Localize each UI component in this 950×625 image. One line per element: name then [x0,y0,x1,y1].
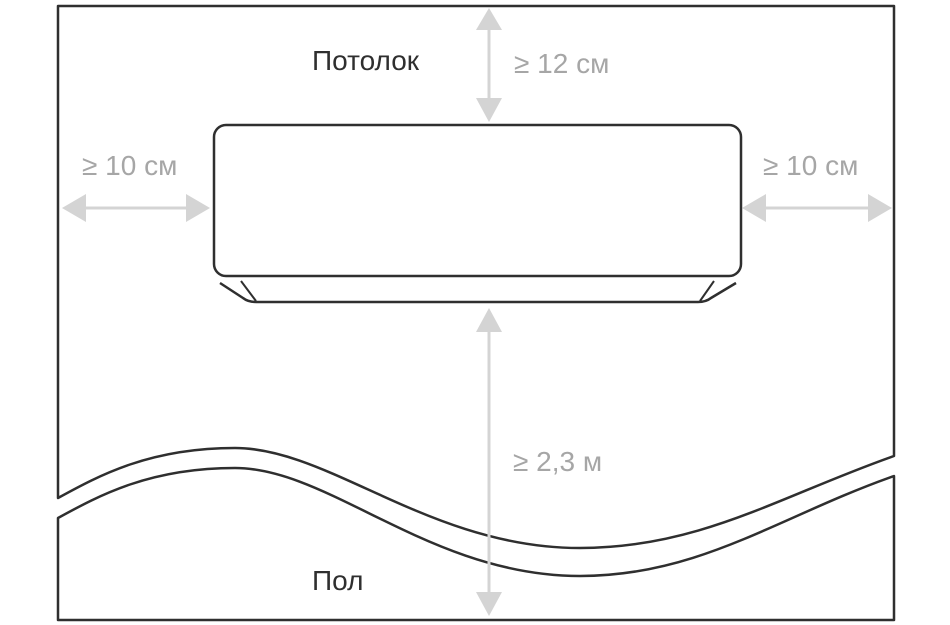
right-clearance-label: ≥ 10 см [763,150,859,181]
floor-outline [56,466,896,622]
ceiling-label: Потолок [312,45,420,76]
top-clearance-arrow [476,8,502,122]
bottom-clearance-label: ≥ 2,3 м [513,446,603,477]
floor-label: Пол [312,565,364,596]
left-clearance-label: ≥ 10 см [82,150,178,181]
right-clearance-arrow [742,194,892,222]
ac-indoor-unit [212,123,743,304]
left-clearance-arrow [62,194,210,222]
bottom-clearance-arrow [476,308,502,616]
ac-unit-louver [219,281,737,304]
wall-outline [56,4,896,550]
ac-unit-body [212,123,743,278]
top-clearance-label: ≥ 12 см [514,48,610,79]
